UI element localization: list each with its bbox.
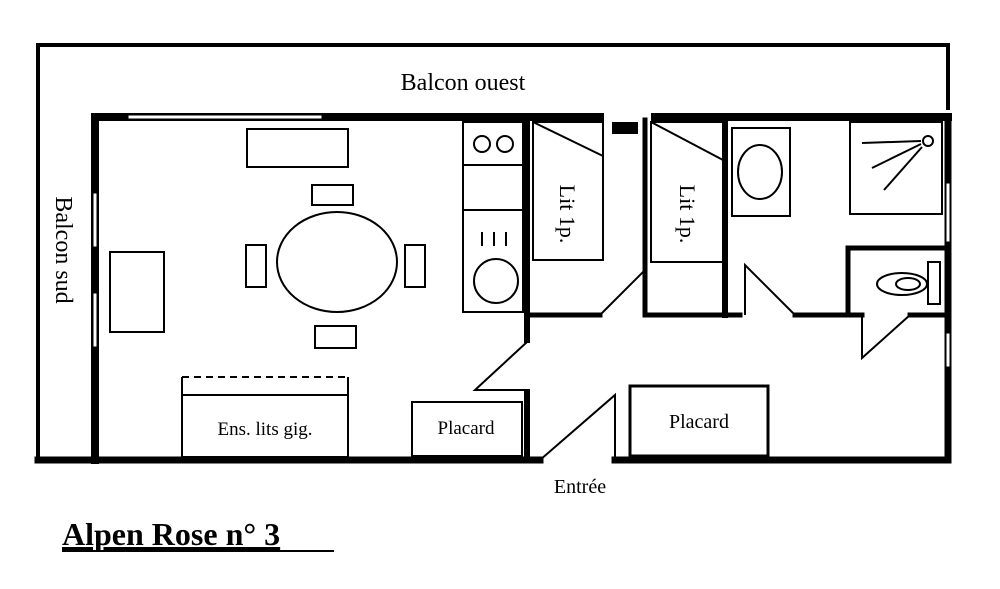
label-closet-left: Placard	[438, 418, 495, 439]
label-balcony-west: Balcon ouest	[401, 70, 526, 96]
label-bed-1: Lit 1p.	[555, 185, 580, 244]
living-room-furniture	[109, 128, 523, 458]
chair-bottom	[314, 325, 357, 349]
label-closet-right: Placard	[669, 411, 729, 433]
bed-1-frame	[532, 121, 604, 261]
balcony-outline	[36, 43, 950, 462]
plan-title: Alpen Rose n° 3	[62, 516, 280, 552]
folding-bed-unit	[181, 394, 349, 458]
label-balcony-south: Balcon sud	[50, 196, 76, 303]
bed-furniture	[532, 121, 724, 263]
closet-box-left	[411, 401, 523, 457]
chair-top	[311, 184, 354, 206]
toilet-bowl	[876, 272, 928, 296]
bed-2-frame	[650, 121, 724, 263]
chair-right	[404, 244, 426, 288]
apartment-walls	[34, 113, 952, 464]
bathroom-fixtures	[731, 121, 943, 305]
washbasin-unit	[731, 127, 791, 217]
label-entrance: Entrée	[554, 476, 606, 498]
chair-left	[245, 244, 267, 288]
side-cabinet	[109, 251, 165, 333]
toilet-tank	[927, 261, 941, 305]
kitchenette	[462, 121, 524, 313]
label-bed-2: Lit 1p.	[675, 185, 700, 244]
doors	[472, 262, 911, 461]
shower	[849, 121, 943, 215]
label-folding-beds: Ens. lits gig.	[217, 419, 312, 440]
dining-table	[276, 211, 398, 313]
closet-box-right	[628, 384, 770, 458]
sofa	[246, 128, 349, 168]
